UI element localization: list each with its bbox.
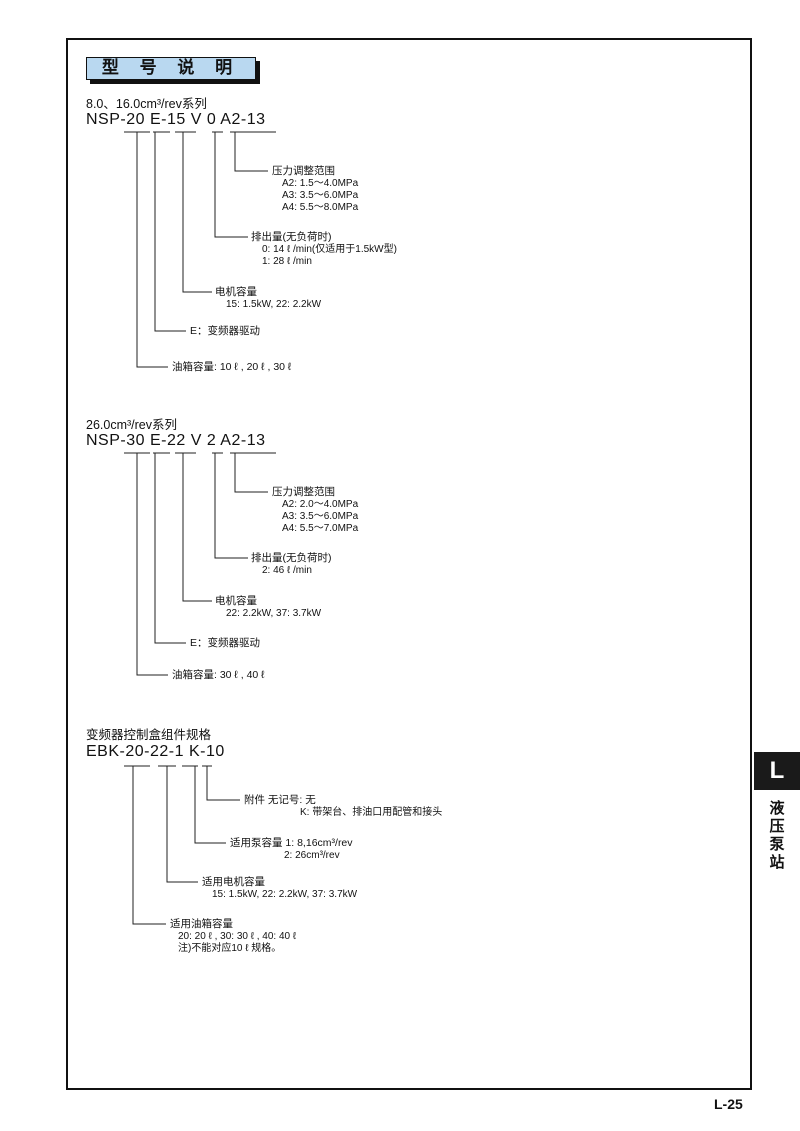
bracket-drive-2 bbox=[154, 453, 186, 644]
bracket-flow bbox=[214, 132, 248, 238]
section-title: 型 号 说 明 bbox=[86, 57, 256, 80]
bracket-flow-2 bbox=[214, 453, 248, 559]
motor-label: 电机容量 bbox=[215, 286, 257, 298]
motor-item: 15: 1.5kW, 22: 2.2kW bbox=[226, 299, 322, 310]
bracket-motor-3 bbox=[166, 766, 198, 883]
side-tab-letter: L bbox=[754, 752, 800, 790]
tank-label: 适用油箱容量 bbox=[170, 918, 233, 930]
motor-label: 适用电机容量 bbox=[202, 876, 265, 888]
bracket-tank-2 bbox=[136, 453, 168, 676]
bracket-drive bbox=[154, 132, 186, 332]
flow-label: 排出量(无负荷时) bbox=[251, 552, 332, 564]
pressure-item: A4: 5.5～7.0MPa bbox=[282, 523, 359, 534]
flow-item: 2: 46 ℓ /min bbox=[262, 565, 312, 576]
pressure-label: 压力调整范围 bbox=[272, 165, 335, 177]
flow-label: 排出量(无负荷时) bbox=[251, 231, 332, 243]
drive-label: E：变频器驱动 bbox=[190, 325, 261, 337]
series-heading: 8.0、16.0cm³/rev系列 bbox=[86, 97, 207, 111]
tank-note: 注)不能对应10 ℓ 规格。 bbox=[178, 943, 282, 954]
pressure-label: 压力调整范围 bbox=[272, 486, 335, 498]
pressure-item: A3: 3.5～6.0MPa bbox=[282, 190, 359, 201]
page-number: L-25 bbox=[714, 1096, 743, 1112]
tank-item: 20: 20 ℓ , 30: 30 ℓ , 40: 40 ℓ bbox=[178, 931, 297, 942]
pressure-item: A2: 1.5～4.0MPa bbox=[282, 178, 359, 189]
bracket-pressure-2 bbox=[234, 453, 268, 493]
motor-item: 22: 2.2kW, 37: 3.7kW bbox=[226, 608, 322, 619]
series-heading: 变频器控制盒组件规格 bbox=[86, 728, 212, 742]
pump-label: 适用泵容量 1: 8,16cm³/rev bbox=[230, 837, 353, 849]
bracket-pressure bbox=[234, 132, 268, 172]
attach-label: 附件 无记号: 无 bbox=[244, 794, 316, 806]
tank-label: 油箱容量: 10 ℓ , 20 ℓ , 30 ℓ bbox=[172, 361, 292, 373]
bracket-tank-3 bbox=[132, 766, 166, 925]
tank-label: 油箱容量: 30 ℓ , 40 ℓ bbox=[172, 669, 265, 681]
pressure-item: A2: 2.0～4.0MPa bbox=[282, 499, 359, 510]
side-tab-text: 液压泵站 bbox=[769, 800, 785, 871]
pressure-item: A3: 3.5～6.0MPa bbox=[282, 511, 359, 522]
model-code: NSP-30 E-22 V 2 A2-13 bbox=[86, 432, 266, 449]
model-code: NSP-20 E-15 V 0 A2-13 bbox=[86, 111, 266, 128]
bracket-attach bbox=[206, 766, 240, 801]
bracket-motor bbox=[182, 132, 212, 293]
pressure-item: A4: 5.5～8.0MPa bbox=[282, 202, 359, 213]
bracket-pump bbox=[194, 766, 226, 844]
pump-item: 2: 26cm³/rev bbox=[284, 850, 340, 861]
flow-item: 1: 28 ℓ /min bbox=[262, 256, 312, 267]
page-frame bbox=[66, 38, 752, 1090]
drive-label: E：变频器驱动 bbox=[190, 637, 261, 649]
attach-item: K: 带架台、排油口用配管和接头 bbox=[300, 807, 443, 818]
bracket-motor-2 bbox=[182, 453, 212, 602]
flow-item: 0: 14 ℓ /min(仅适用于1.5kW型) bbox=[262, 244, 397, 255]
motor-label: 电机容量 bbox=[215, 595, 257, 607]
model-code: EBK-20-22-1 K-10 bbox=[86, 743, 225, 760]
bracket-tank bbox=[136, 132, 168, 368]
series-heading: 26.0cm³/rev系列 bbox=[86, 418, 177, 432]
motor-item: 15: 1.5kW, 22: 2.2kW, 37: 3.7kW bbox=[212, 889, 358, 900]
